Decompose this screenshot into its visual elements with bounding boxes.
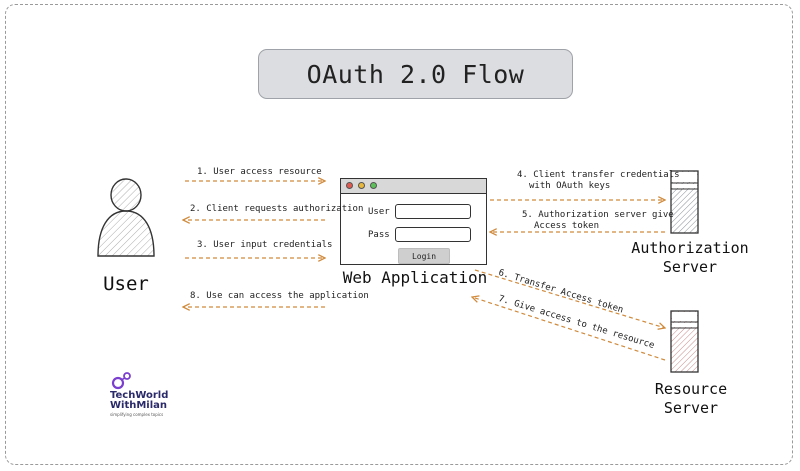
authorization-server-label-line2: Server bbox=[662, 258, 718, 276]
window-minimize-icon bbox=[358, 182, 365, 189]
logo-tagline: simplifying complex topics bbox=[110, 412, 164, 417]
user-icon bbox=[97, 178, 155, 257]
web-application-label: Web Application bbox=[342, 268, 488, 287]
step-4-label-line1: 4. Client transfer credentials bbox=[517, 170, 680, 180]
resource-server-icon bbox=[670, 310, 699, 373]
techworld-logo-icon bbox=[111, 372, 131, 390]
arrow-step-6 bbox=[474, 269, 665, 328]
resource-server-label-line1: Resource bbox=[654, 380, 728, 398]
step-5-label-line2: Access token bbox=[534, 221, 600, 231]
user-input[interactable] bbox=[395, 204, 471, 219]
login-button-label: Login bbox=[411, 251, 437, 261]
window-title-bar bbox=[341, 179, 486, 194]
web-application-window: User Pass Login bbox=[340, 178, 487, 265]
resource-server-label: Resource Server bbox=[636, 380, 746, 418]
step-4-label: 4. Client transfer credentials with OAut… bbox=[517, 170, 680, 192]
diagram-title: OAuth 2.0 Flow bbox=[258, 49, 573, 99]
step-2-label: 2. Client requests authorization bbox=[190, 204, 364, 214]
step-5-label-line1: 5. Authorization server give bbox=[522, 210, 674, 220]
logo-line1: TechWorld bbox=[110, 390, 169, 401]
step-5-label: 5. Authorization server give Access toke… bbox=[522, 210, 674, 232]
step-4-label-line2: with OAuth keys bbox=[529, 181, 611, 191]
step-1-label: 1. User access resource bbox=[197, 167, 322, 177]
diagram-frame bbox=[5, 4, 793, 465]
login-button[interactable]: Login bbox=[398, 248, 450, 264]
pass-input[interactable] bbox=[395, 227, 471, 242]
techworld-logo: TechWorld WithMilan bbox=[110, 391, 168, 411]
pass-field-label: Pass bbox=[368, 230, 390, 240]
arrow-step-7 bbox=[472, 297, 666, 361]
logo-line2: WithMilan bbox=[110, 400, 168, 411]
window-maximize-icon bbox=[370, 182, 377, 189]
window-close-icon bbox=[346, 182, 353, 189]
user-actor-label: User bbox=[103, 273, 149, 295]
authorization-server-label: Authorization Server bbox=[628, 239, 752, 277]
resource-server-label-line2: Server bbox=[663, 399, 719, 417]
authorization-server-label-line1: Authorization bbox=[631, 239, 749, 257]
step-3-label: 3. User input credentials bbox=[197, 240, 333, 250]
user-field-label: User bbox=[368, 207, 390, 217]
diagram-title-text: OAuth 2.0 Flow bbox=[306, 59, 525, 89]
step-8-label: 8. Use can access the application bbox=[190, 291, 369, 301]
authorization-server-icon bbox=[670, 170, 699, 234]
